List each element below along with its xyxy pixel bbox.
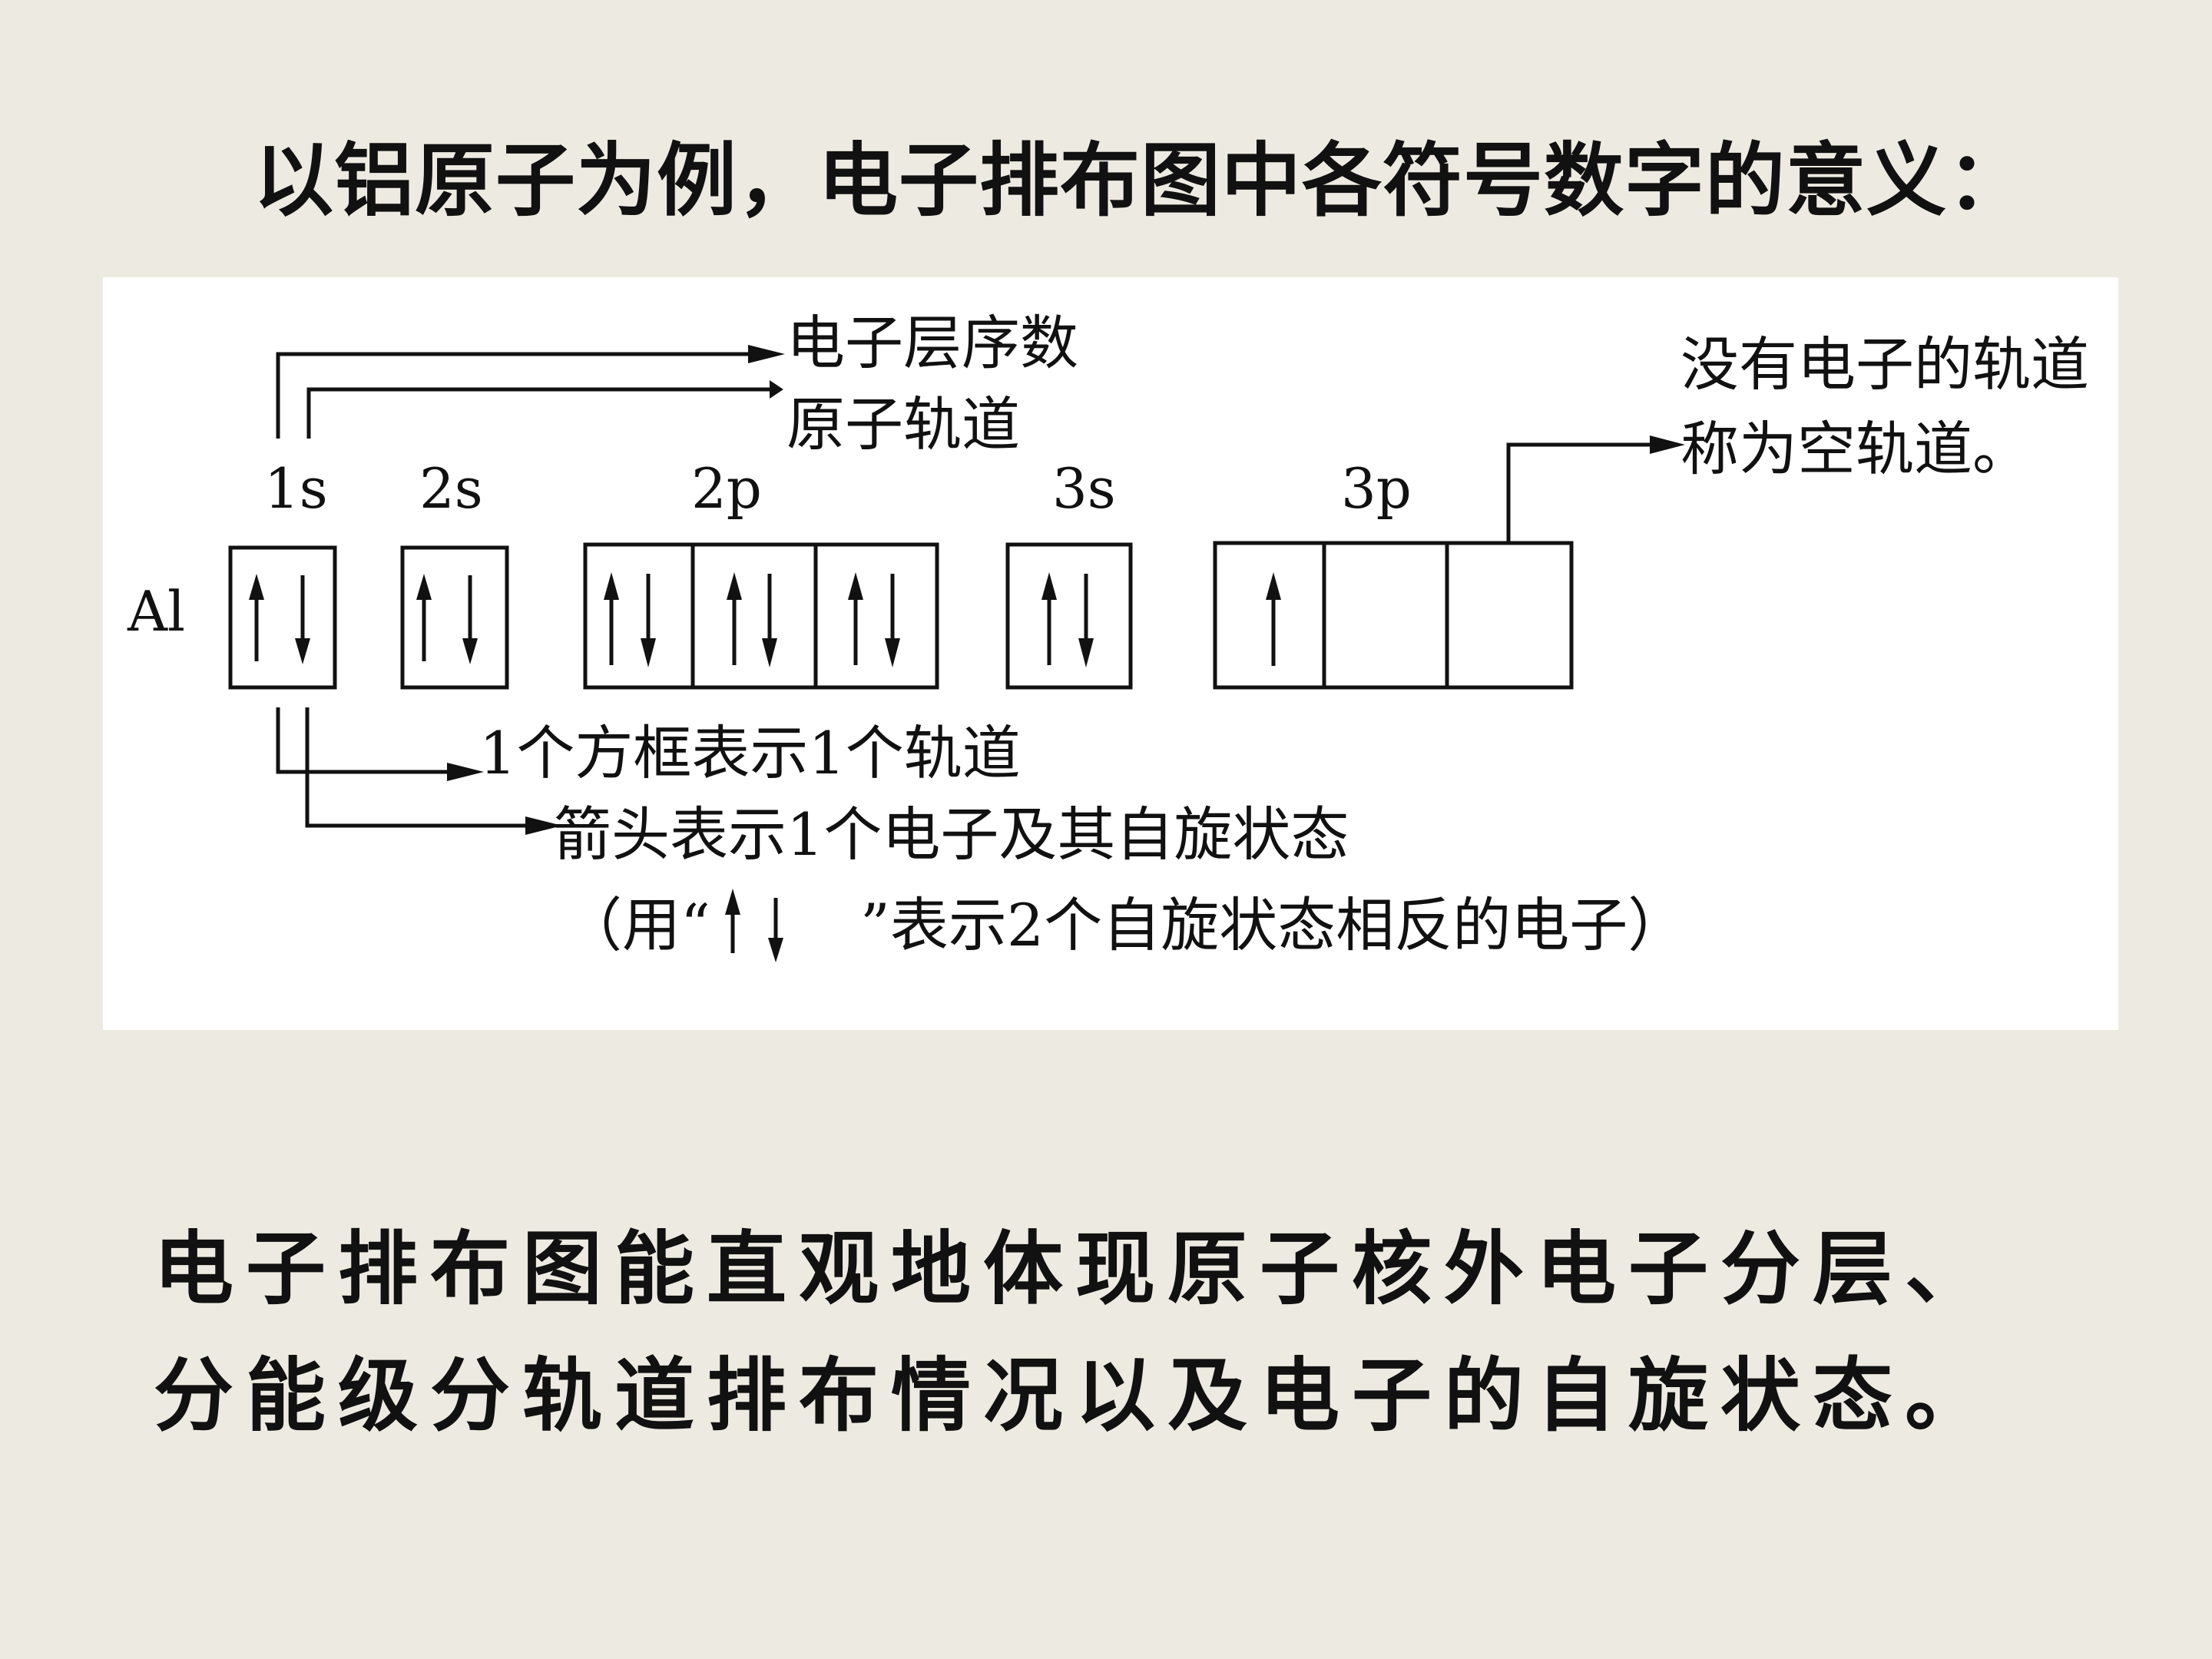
label-empty-orbital-line2: 称为空轨道。: [1681, 415, 2031, 483]
electron-up-arrow: [1266, 572, 1281, 666]
pointer-box-meaning: [276, 707, 447, 774]
electron-up-arrow: [604, 572, 619, 665]
orbital-label-1s: 1s: [264, 456, 328, 521]
electron-down-arrow: [462, 575, 478, 664]
orbital-box-2p-2: [690, 542, 818, 690]
pointer-orbital-type: [306, 387, 770, 439]
orbital-diagram-svg: Al 1s 2s 2p 3s 3p 电子层序数 原子轨道 没有电子的轨道 称为空…: [127, 309, 2089, 962]
orbital-label-3p: 3p: [1341, 456, 1412, 521]
orbital-label-2p: 2p: [691, 456, 762, 521]
orbital-box-1s: [228, 545, 337, 690]
electron-up-arrow: [727, 572, 742, 665]
orbital-box-3s: [1005, 542, 1133, 690]
arrowhead: [1650, 435, 1685, 454]
electron-configuration-diagram: Al 1s 2s 2p 3s 3p 电子层序数 原子轨道 没有电子的轨道 称为空…: [103, 277, 2118, 1030]
example-up-arrow: [725, 889, 740, 953]
arrowhead: [748, 345, 785, 363]
slide-title: 以铝原子为例，电子排布图中各符号数字的意义：: [253, 133, 2028, 227]
orbital-box-3p-1: [1213, 541, 1326, 690]
summary-text: 电子排布图能直观地体现原子核外电子分层、 分能级分轨道排布情况以及电子的自旋状态…: [154, 1206, 2120, 1459]
electron-down-arrow: [762, 574, 777, 667]
pointer-empty-orbital: [1506, 442, 1654, 543]
electron-up-arrow: [416, 574, 432, 661]
element-symbol: Al: [127, 579, 185, 644]
pointer-shell-number: [276, 352, 748, 439]
electron-up-arrow: [848, 572, 863, 665]
orbital-label-3s: 3s: [1052, 456, 1116, 521]
summary-line-2: 分能级分轨道排布情况以及电子的自旋状态。: [154, 1349, 1998, 1442]
summary-line-1: 电子排布图能直观地体现原子核外电子分层、: [154, 1222, 1998, 1316]
orbital-box-2p-1: [583, 542, 695, 690]
label-pair-note-prefix: （用“: [564, 891, 710, 959]
electron-down-arrow: [641, 574, 656, 667]
arrowhead: [525, 816, 562, 835]
electron-down-arrow: [1078, 574, 1094, 667]
label-pair-note-suffix: ”表示2个自旋状态相反的电子）: [860, 891, 1686, 959]
orbital-box-3p-2: [1322, 541, 1449, 690]
arrowhead: [447, 763, 484, 781]
electron-down-arrow: [295, 575, 310, 664]
electron-up-arrow: [249, 574, 264, 661]
label-orbital-type: 原子轨道: [786, 390, 1020, 459]
pointer-arrow-meaning: [305, 707, 525, 828]
arrowhead: [770, 380, 783, 399]
orbital-label-2s: 2s: [419, 456, 483, 521]
orbital-box-2s: [400, 545, 509, 690]
label-arrow-meaning: 箭头表示1个电子及其自旋状态: [553, 800, 1349, 869]
electron-down-arrow: [885, 574, 900, 667]
example-down-arrow: [768, 898, 783, 962]
electron-up-arrow: [1041, 572, 1057, 665]
orbital-box-3p-3: [1445, 541, 1574, 690]
orbital-box-2p-3: [813, 542, 939, 690]
label-shell-number: 电子层序数: [786, 309, 1078, 377]
label-empty-orbital-line1: 没有电子的轨道: [1681, 330, 2089, 399]
label-box-meaning: 1个方框表示1个轨道: [479, 719, 1021, 787]
